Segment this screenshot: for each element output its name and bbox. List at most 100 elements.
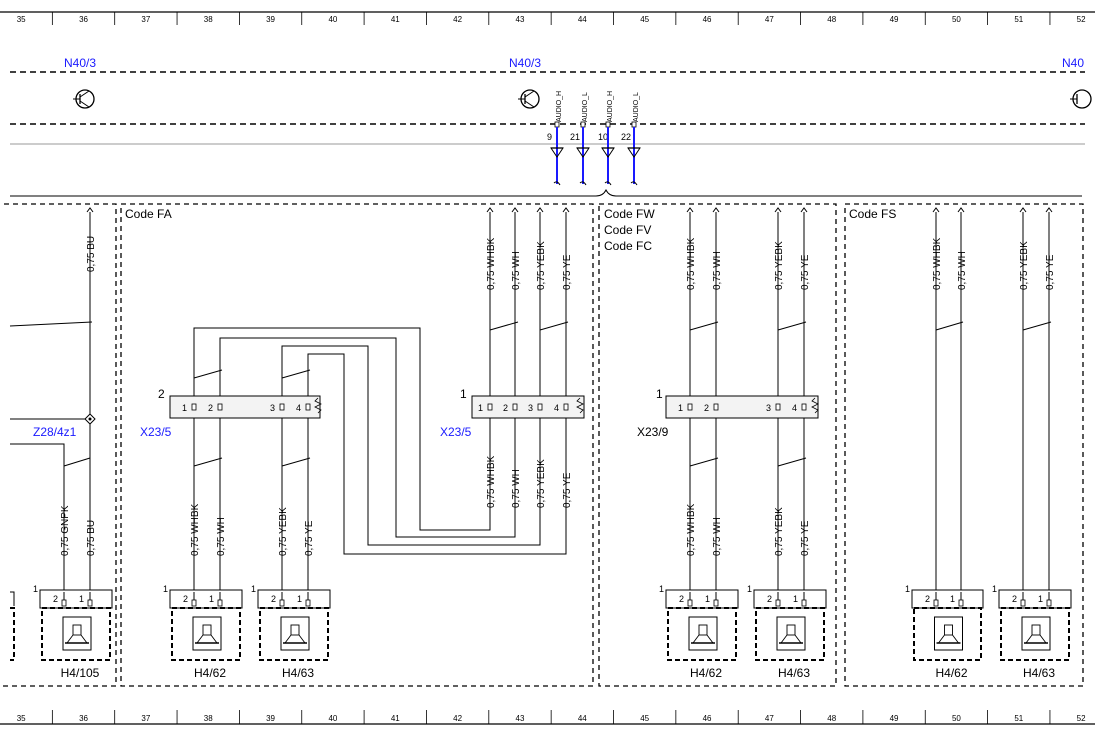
speaker-pin-number: 1 xyxy=(297,594,302,604)
wire-label: 0,75 WH xyxy=(712,517,723,556)
wire xyxy=(689,457,719,467)
speaker-box xyxy=(41,607,111,661)
speaker-label: H4/63 xyxy=(1023,666,1055,680)
audio-pin-label: AUDIO_L xyxy=(582,92,589,122)
pin-contact xyxy=(305,403,311,411)
connector-z28-4z1[interactable]: Z28/4z1 xyxy=(33,425,77,439)
wire-label: 0,75 YE xyxy=(1045,254,1056,290)
wire-break-icon xyxy=(774,207,782,213)
audio-pin-number: 9 xyxy=(547,132,552,142)
section-fw-box xyxy=(598,203,837,687)
wire-break-icon xyxy=(562,207,570,213)
section-fw-wiring: X23/9 1 xyxy=(637,212,819,600)
wire-break-icon xyxy=(1019,207,1027,213)
resistor-icon xyxy=(811,397,819,414)
code-fv-label: Code FV xyxy=(604,223,651,237)
speaker-icon xyxy=(192,616,222,651)
wire-break-icon xyxy=(1045,207,1053,213)
speaker-connector xyxy=(257,589,331,609)
transistor-icon xyxy=(73,89,95,109)
ruler-label: 48 xyxy=(827,15,836,24)
ruler-label: 46 xyxy=(703,714,712,723)
ruler-label: 47 xyxy=(765,15,774,24)
ruler-label: 51 xyxy=(1014,714,1023,723)
wire-label: 0,75 YE xyxy=(304,520,315,556)
pin-contact xyxy=(958,599,964,607)
wire-break-icon xyxy=(486,207,494,213)
speaker-pin-number: 1 xyxy=(1038,594,1043,604)
connector-pin-number: 1 xyxy=(182,403,187,413)
pin-contact xyxy=(554,121,560,128)
wire-label: 0,75 WH xyxy=(511,469,522,508)
speaker-label: H4/63 xyxy=(282,666,314,680)
ref-n40-3-left[interactable]: N40/3 xyxy=(64,56,96,70)
speaker-box xyxy=(1000,607,1070,661)
speaker-connector xyxy=(665,589,739,609)
speaker-connector xyxy=(911,589,984,609)
pin-contact xyxy=(1020,599,1026,607)
pin-contact xyxy=(687,403,693,411)
wire-label: 0,75 YE xyxy=(562,254,573,290)
speaker-label: H4/62 xyxy=(935,666,967,680)
speaker-pin-number: 2 xyxy=(271,594,276,604)
audio-pin-number: 22 xyxy=(621,132,631,142)
speaker-connector-number: 1 xyxy=(747,584,752,594)
pin-contact xyxy=(563,403,569,411)
audio-pin-label: AUDIO_H xyxy=(607,91,614,122)
connector-block xyxy=(169,395,321,419)
transistor-icon xyxy=(1070,89,1092,109)
speaker-box xyxy=(667,607,737,661)
group-brace xyxy=(10,188,1082,197)
ref-n40-3-center[interactable]: N40/3 xyxy=(509,56,541,70)
wire-label: 0,75 WHBK xyxy=(486,455,497,508)
speaker-connector-number: 1 xyxy=(163,584,168,594)
speaker-icon xyxy=(934,616,963,651)
wire-break-icon xyxy=(712,207,720,213)
pin-contact xyxy=(775,403,781,411)
pin-contact xyxy=(487,403,493,411)
ruler-label: 42 xyxy=(453,714,462,723)
ruler-label: 40 xyxy=(328,714,337,723)
code-fw-label: Code FW xyxy=(604,207,655,221)
wire xyxy=(281,345,541,546)
wire-label: 0,75 WHBK xyxy=(686,503,697,556)
speaker-icon-magnet xyxy=(72,624,82,636)
ruler-label: 35 xyxy=(17,714,26,723)
pin-contact xyxy=(580,121,586,128)
wire-label: 0,75 YEBK xyxy=(1019,241,1030,290)
connector-pin-number: 2 xyxy=(704,403,709,413)
splice-dot xyxy=(88,417,92,421)
speaker-pin-number: 2 xyxy=(925,594,930,604)
code-fc-label: Code FC xyxy=(604,239,652,253)
ruler-label: 48 xyxy=(827,714,836,723)
speaker-box xyxy=(913,607,982,661)
pin-contact xyxy=(713,599,719,607)
ruler-label: 36 xyxy=(79,15,88,24)
ruler-label: 52 xyxy=(1077,15,1086,24)
ruler-label: 44 xyxy=(578,714,587,723)
connector-x23-5-left[interactable]: X23/5 xyxy=(140,425,172,439)
wire-break-icon xyxy=(86,207,94,213)
ruler-label: 40 xyxy=(328,15,337,24)
speaker-pin-number: 2 xyxy=(1012,594,1017,604)
wire-label: 0,75 BU xyxy=(86,520,97,556)
connector-block xyxy=(665,395,819,419)
ruler-label: 50 xyxy=(952,15,961,24)
speaker-pin-number: 1 xyxy=(950,594,955,604)
speaker-connector xyxy=(39,589,113,609)
speaker-icon xyxy=(688,616,718,651)
connector-x23-5-right[interactable]: X23/5 xyxy=(440,425,472,439)
ruler-label: 46 xyxy=(703,15,712,24)
speaker-pin-number: 1 xyxy=(79,594,84,604)
pin-contact xyxy=(713,403,719,411)
wire xyxy=(10,443,65,592)
connector-pin-number: 1 xyxy=(678,403,683,413)
ref-n40-right[interactable]: N40 xyxy=(1062,56,1084,70)
speaker-icon xyxy=(280,616,310,651)
speaker-box xyxy=(171,607,241,661)
connector-pin-number: 3 xyxy=(766,403,771,413)
wire xyxy=(935,321,964,331)
